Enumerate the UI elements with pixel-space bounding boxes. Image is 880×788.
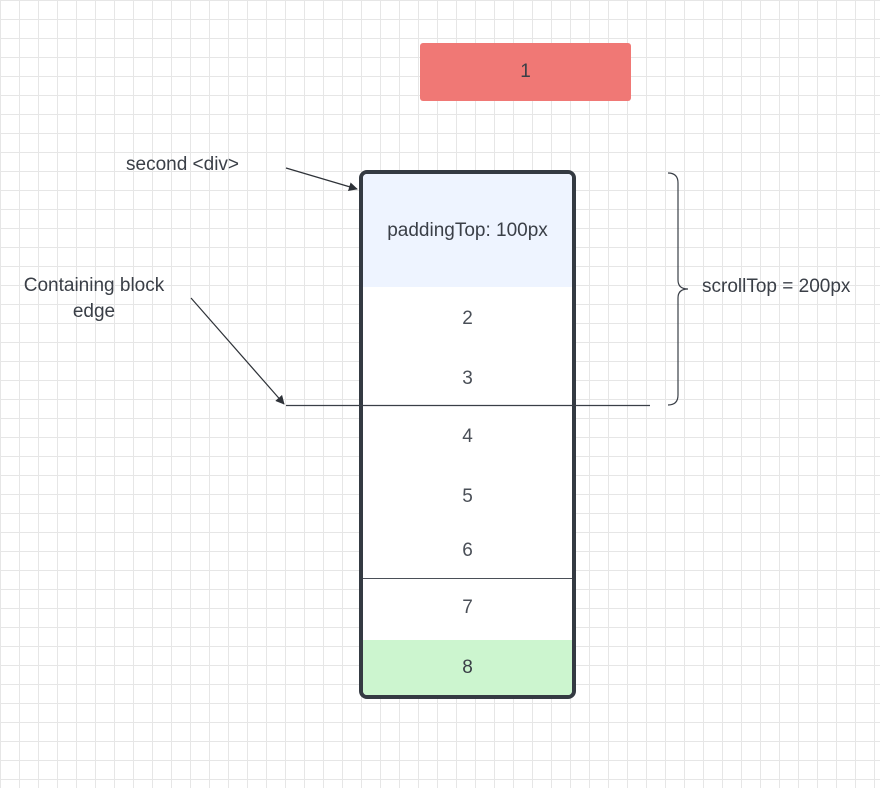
second-div-arrow <box>285 167 358 192</box>
list-item-2: 2 <box>363 304 572 334</box>
list-item-3: 3 <box>363 364 572 394</box>
list-item-label: 2 <box>462 308 473 329</box>
scroll-top-brace <box>667 172 689 406</box>
list-item-7: 7 <box>363 593 572 623</box>
block-1-label: 1 <box>520 61 531 82</box>
padding-top-label: paddingTop: 100px <box>387 219 548 241</box>
list-item-label: 3 <box>462 368 473 389</box>
containing-block-arrow <box>190 297 285 405</box>
list-item-label: 7 <box>462 597 473 618</box>
containing-block-label-line2: edge <box>72 301 116 322</box>
padding-top-area: paddingTop: 100px <box>363 174 572 287</box>
list-item-label: 6 <box>462 540 473 561</box>
scroll-container[interactable]: paddingTop: 100px 2 3 4 5 6 7 8 <box>359 170 576 699</box>
containing-block-label: Containing block edge <box>6 273 182 325</box>
list-item-6: 6 <box>363 536 572 566</box>
list-item-5: 5 <box>363 482 572 512</box>
containing-block-label-line1: Containing block <box>23 275 165 296</box>
item-divider <box>363 578 572 579</box>
list-item-label: 5 <box>462 486 473 507</box>
block-1: 1 <box>420 43 631 101</box>
list-item-label: 8 <box>462 656 473 678</box>
list-item-label: 4 <box>462 426 473 447</box>
list-item-4: 4 <box>363 422 572 452</box>
second-div-label: second <div> <box>126 154 240 175</box>
list-item-8: 8 <box>363 640 572 695</box>
scroll-top-label: scrollTop = 200px <box>702 276 851 297</box>
